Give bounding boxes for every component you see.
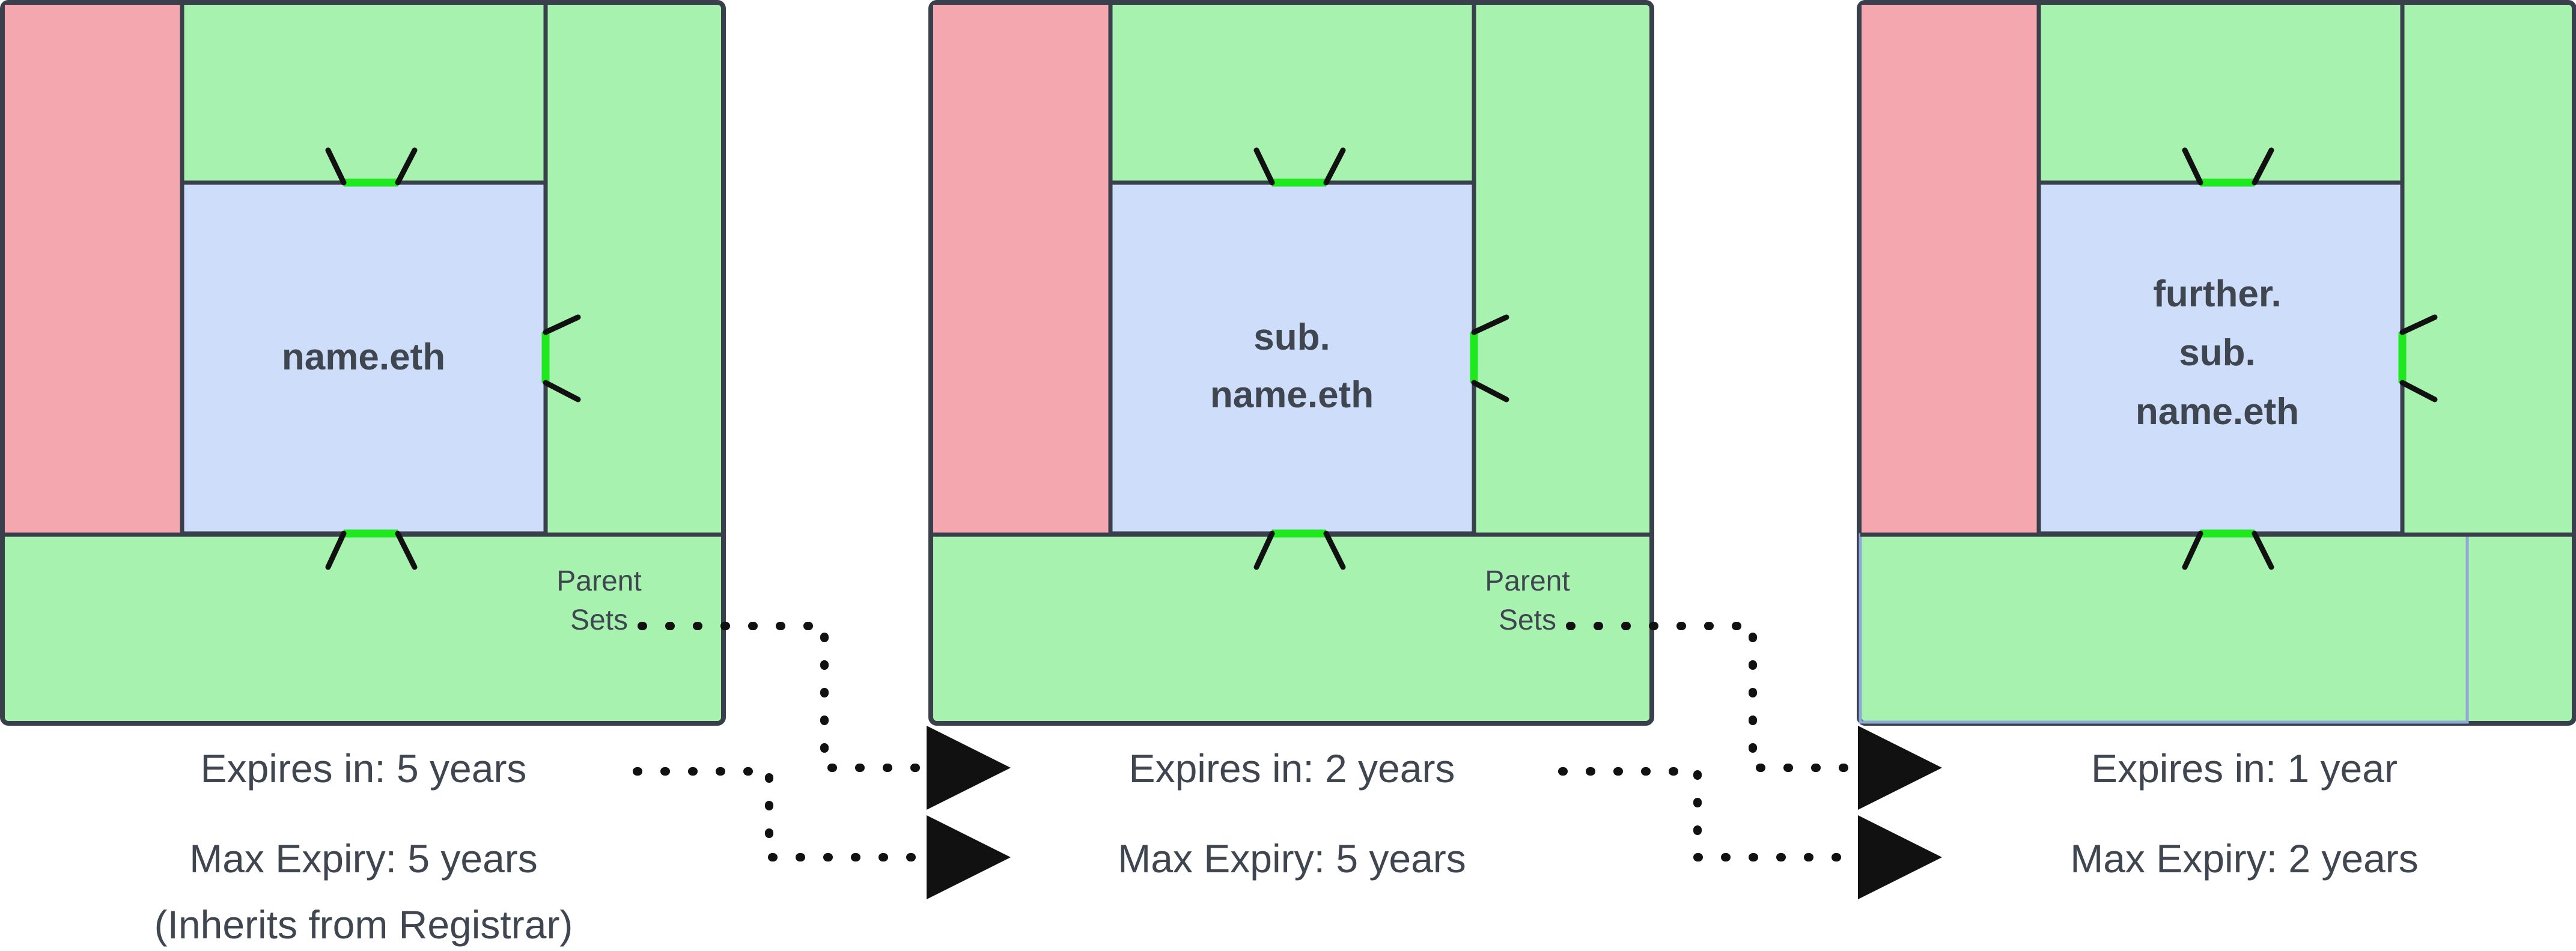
gate-top-icon bbox=[2182, 147, 2274, 187]
panel-1-caption-inherits-note: (Inherits from Registrar) bbox=[154, 902, 573, 947]
panel-1-parent-sets-label-line-2: Sets bbox=[570, 604, 628, 636]
panel-2-registrar-block bbox=[933, 5, 1110, 533]
panel-further-sub-name-eth: further. sub. name.eth Expires in: 1 yea… bbox=[1857, 0, 2576, 881]
gate-top-icon bbox=[1253, 147, 1346, 187]
panel-sub-name-eth: sub. name.eth Parent Sets Expires in: 2 … bbox=[928, 0, 1654, 881]
panel-1-caption-max-expiry: Max Expiry: 5 years bbox=[189, 836, 538, 881]
panel-3-registrar-block bbox=[1862, 5, 2039, 533]
gate-right-icon bbox=[2398, 314, 2438, 403]
gate-top-icon bbox=[325, 147, 418, 187]
panel-1-parent-sets-label-line-1: Parent bbox=[556, 565, 641, 597]
panel-1-caption-expires-in: Expires in: 5 years bbox=[201, 746, 527, 791]
panel-1-registrar-block bbox=[5, 5, 182, 533]
panel-name-eth: name.eth Parent Sets Expires in: 5 years… bbox=[0, 0, 726, 947]
panel-3-name-box bbox=[2036, 180, 2405, 536]
gate-right-icon bbox=[541, 314, 581, 403]
panel-3-name-label-line-3: name.eth bbox=[2136, 391, 2299, 433]
gate-bottom-icon bbox=[2182, 529, 2274, 570]
connector-parent-sets-1-to-expires-2 bbox=[638, 622, 1011, 810]
panel-2-caption-max-expiry: Max Expiry: 5 years bbox=[1118, 836, 1466, 881]
panel-3-caption-max-expiry: Max Expiry: 2 years bbox=[2070, 836, 2419, 881]
panel-2-name-label-line-2: name.eth bbox=[1210, 374, 1374, 416]
gate-bottom-icon bbox=[1253, 529, 1346, 570]
panel-1-name-label: name.eth bbox=[282, 336, 445, 378]
connector-expires-2-to-max-expiry-3 bbox=[1558, 767, 1942, 899]
panel-2-parent-sets-label-line-2: Sets bbox=[1499, 604, 1556, 636]
panel-2-name-label-line-1: sub. bbox=[1253, 317, 1330, 358]
connector-parent-sets-2-to-expires-3 bbox=[1566, 622, 1942, 810]
panel-2-caption-expires-in: Expires in: 2 years bbox=[1129, 746, 1455, 791]
panel-3-name-label-line-2: sub. bbox=[2179, 332, 2255, 374]
panel-3-caption-expires-in: Expires in: 1 year bbox=[2091, 746, 2398, 791]
gate-bottom-icon bbox=[325, 529, 418, 570]
panel-2-parent-sets-label-line-1: Parent bbox=[1485, 565, 1570, 597]
gate-right-icon bbox=[1470, 314, 1509, 403]
panel-2-name-box bbox=[1108, 180, 1476, 536]
connector-expires-1-to-max-expiry-2 bbox=[633, 767, 1011, 899]
panel-3-name-label-line-1: further. bbox=[2153, 273, 2282, 315]
panel-1-name-box bbox=[180, 180, 548, 536]
